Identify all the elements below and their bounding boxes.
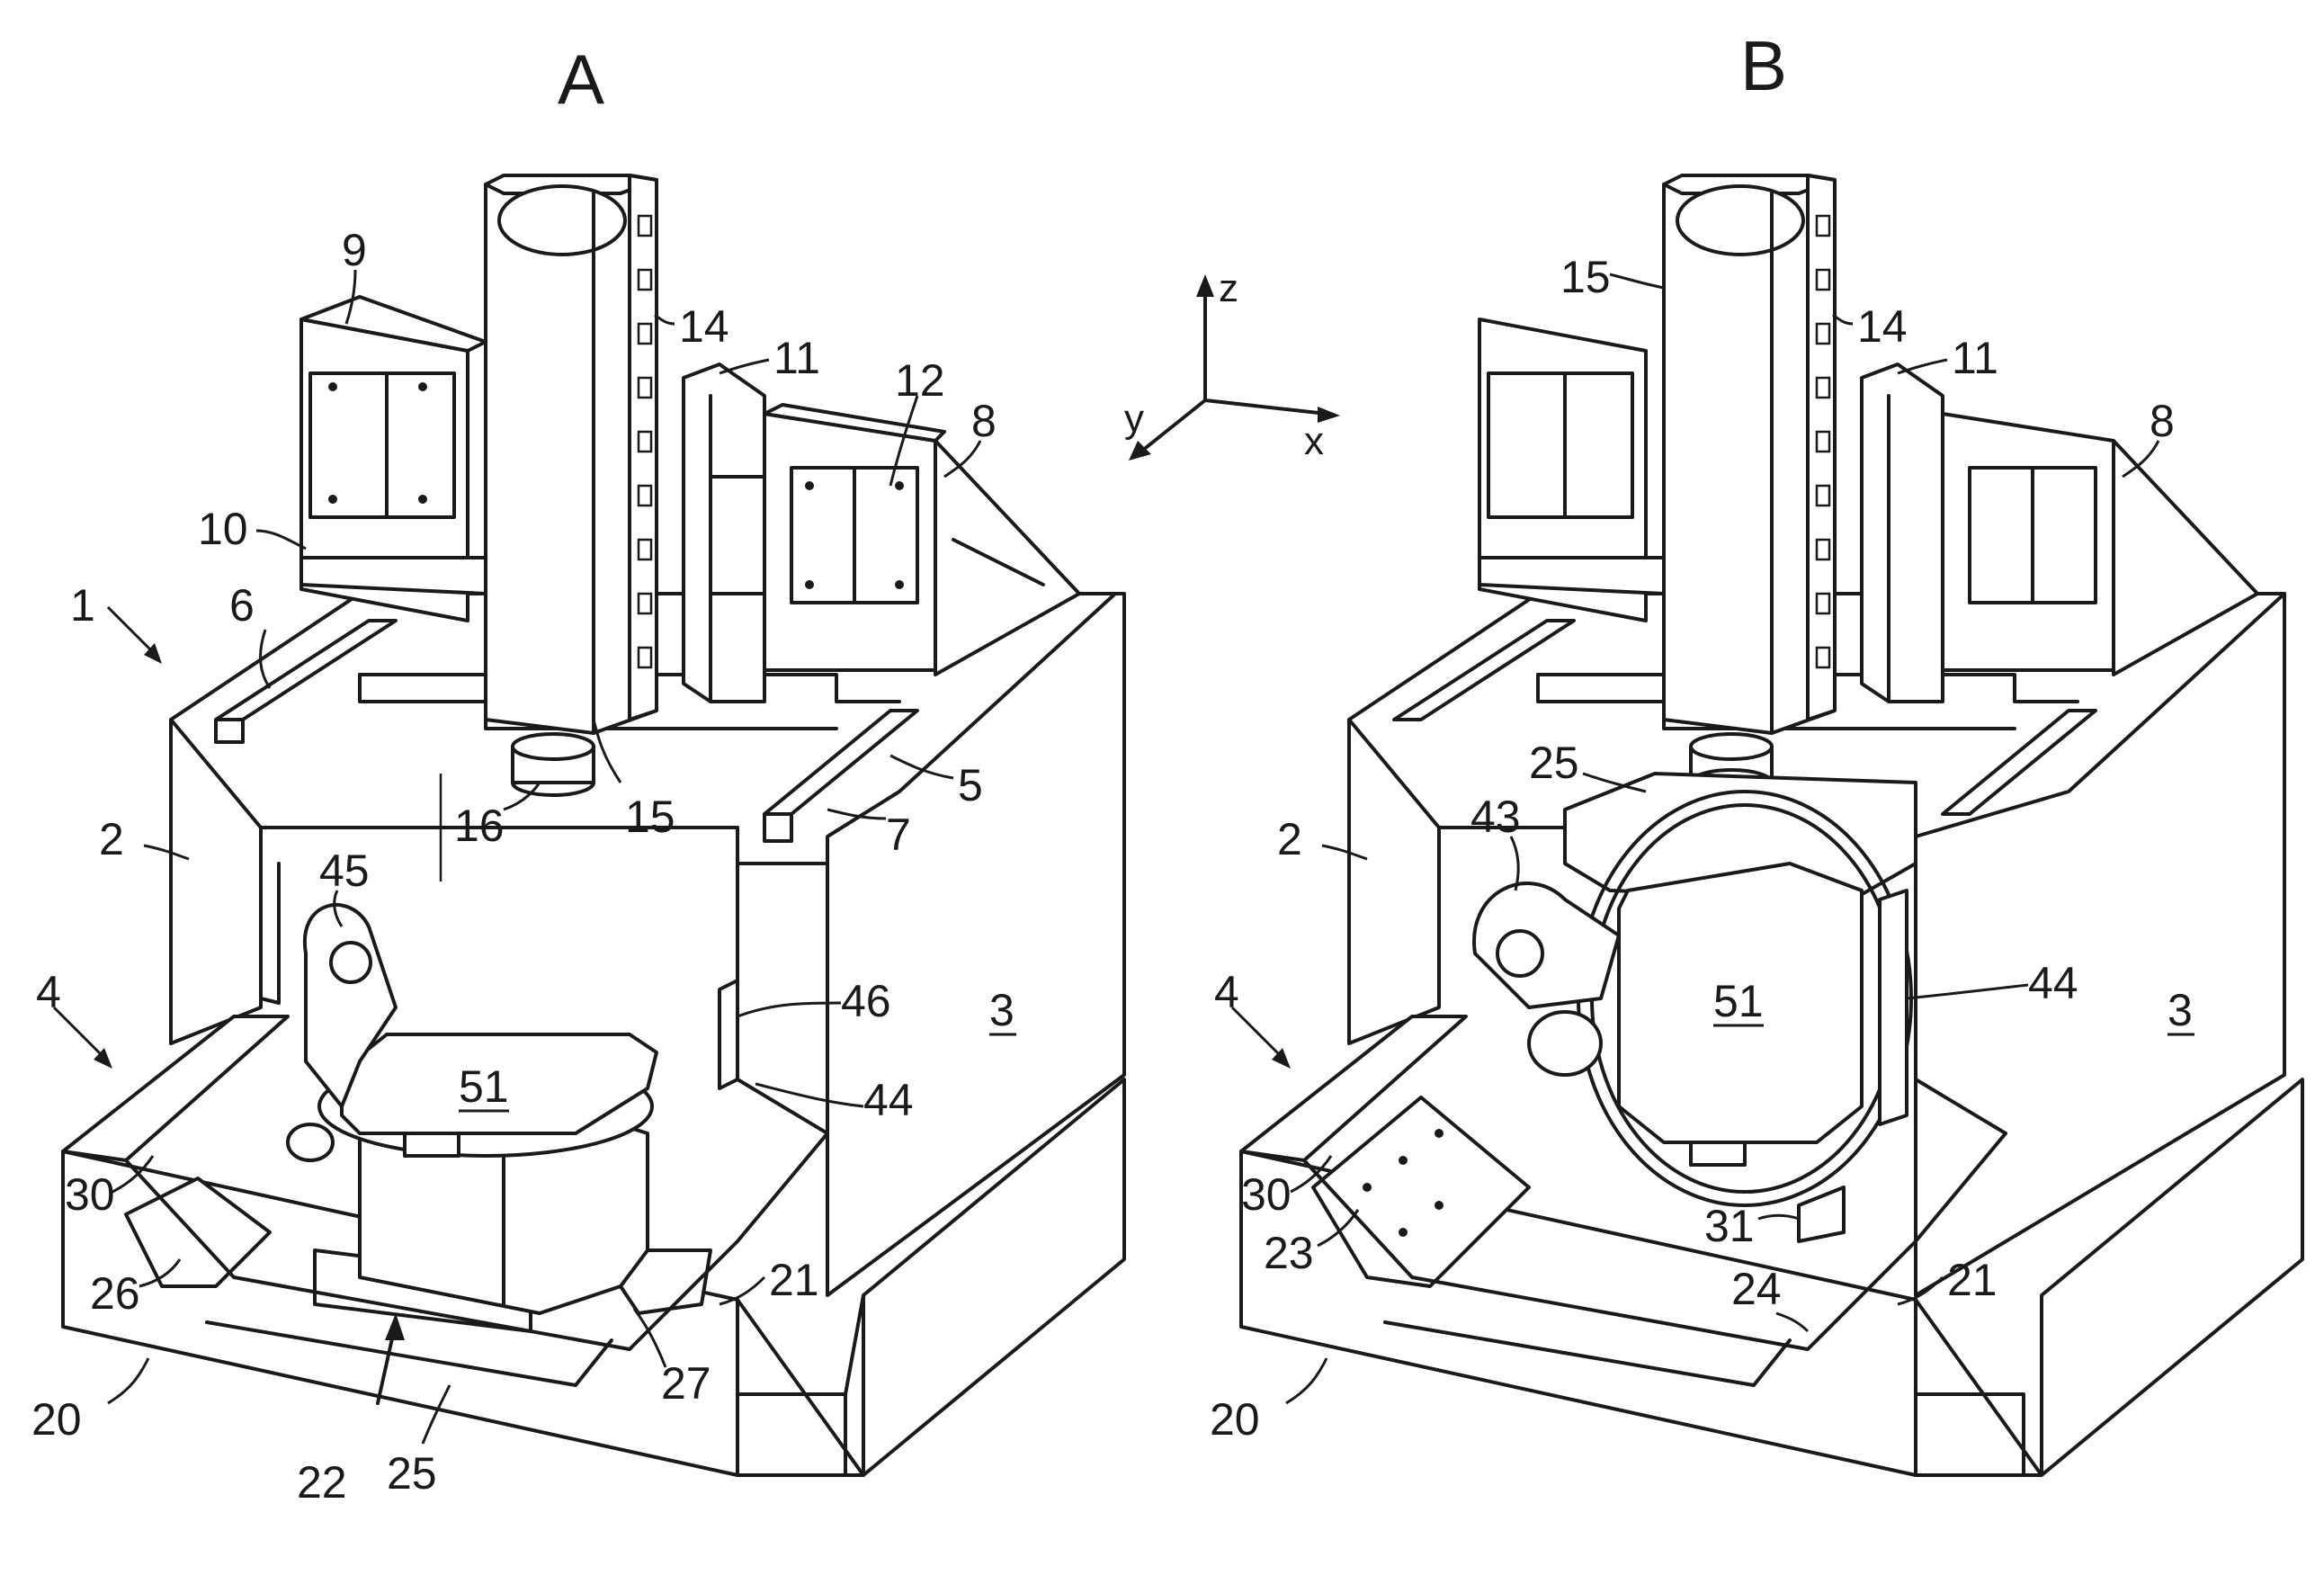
- label-44: 44: [863, 1075, 914, 1125]
- label-4: 4: [1214, 967, 1239, 1017]
- table-clamp: [1691, 1142, 1745, 1165]
- label-11: 11: [1952, 333, 1998, 383]
- label-44: 44: [2028, 958, 2078, 1008]
- z-axis-label: z: [1219, 266, 1238, 310]
- carriage-9-panel: [1488, 373, 1632, 517]
- bearing-left: [288, 1124, 333, 1160]
- leader-31: [1758, 1215, 1799, 1219]
- label-46: 46: [841, 976, 891, 1026]
- bolt: [418, 382, 427, 391]
- label-22: 22: [297, 1457, 347, 1508]
- spindle-head-cap: [499, 186, 625, 255]
- label-5: 5: [958, 760, 983, 810]
- label-9: 9: [342, 225, 367, 275]
- leader-10: [256, 531, 306, 549]
- bearing-46: [720, 980, 737, 1088]
- hub-left: [1529, 1012, 1601, 1075]
- z-axis-arrowhead: [1196, 274, 1214, 297]
- base-step-lines-2: [845, 1295, 863, 1394]
- label-45: 45: [319, 846, 370, 896]
- guide-14: [1808, 175, 1835, 720]
- bolt: [805, 580, 814, 589]
- arm-45-bore: [331, 943, 371, 982]
- label-51: 51: [1713, 976, 1764, 1026]
- bolt: [895, 481, 904, 490]
- bearing-44: [1880, 890, 1907, 1124]
- label-21: 21: [1947, 1255, 1998, 1305]
- coordinate-axes: z x y: [1124, 266, 1340, 463]
- label-26: 26: [90, 1268, 140, 1319]
- label-14: 14: [679, 301, 729, 352]
- label-15: 15: [625, 792, 675, 842]
- label-8: 8: [2150, 396, 2175, 446]
- bolt: [328, 495, 337, 504]
- leader-11: [1898, 360, 1947, 373]
- bolt: [328, 382, 337, 391]
- leader-20: [1286, 1358, 1327, 1403]
- leader-20: [108, 1358, 148, 1403]
- rail-6-end: [216, 720, 243, 742]
- y-axis-label: y: [1124, 397, 1144, 441]
- label-23: 23: [1264, 1228, 1314, 1278]
- label-2: 2: [1277, 814, 1302, 864]
- spindle-head-cap: [1677, 186, 1803, 255]
- panel-a-machine: [63, 175, 1124, 1475]
- label-25: 25: [387, 1448, 437, 1499]
- spindle-nose-top: [513, 734, 594, 759]
- label-30: 30: [65, 1169, 115, 1220]
- x-axis-label: x: [1304, 419, 1324, 463]
- label-3: 3: [989, 985, 1015, 1035]
- label-43: 43: [1470, 792, 1521, 842]
- label-15: 15: [1560, 252, 1611, 302]
- leader-43: [1511, 837, 1518, 890]
- label-21: 21: [769, 1255, 819, 1305]
- label-7: 7: [886, 810, 911, 860]
- left-column-inner: [261, 864, 279, 1003]
- label-8: 8: [971, 396, 997, 446]
- panel-b-title: B: [1740, 26, 1787, 105]
- y-axis-arrowhead: [1129, 441, 1151, 461]
- bolt: [895, 580, 904, 589]
- guide-14: [630, 175, 657, 720]
- label-10: 10: [198, 504, 248, 554]
- label-31: 31: [1704, 1201, 1755, 1251]
- label-27: 27: [661, 1358, 711, 1409]
- label-3: 3: [2168, 985, 2193, 1035]
- label-51: 51: [459, 1061, 509, 1112]
- label-25: 25: [1529, 738, 1579, 788]
- bolt: [805, 481, 814, 490]
- label-1: 1: [70, 580, 95, 631]
- label-30: 30: [1241, 1169, 1292, 1220]
- label-16: 16: [454, 801, 505, 851]
- arm-43-bore: [1497, 931, 1542, 976]
- saddle-11: [1862, 364, 1943, 702]
- label-14: 14: [1857, 301, 1908, 352]
- x-axis-line: [1205, 400, 1327, 414]
- bolt: [418, 495, 427, 504]
- label-11: 11: [773, 333, 820, 383]
- y-axis-line: [1138, 400, 1205, 454]
- label-20: 20: [31, 1394, 82, 1445]
- spindle-nose-top: [1691, 734, 1772, 759]
- label-20: 20: [1210, 1394, 1260, 1445]
- rail-31: [1799, 1187, 1844, 1241]
- leader-11: [720, 360, 769, 373]
- panel-a-title: A: [558, 40, 604, 119]
- label-4: 4: [36, 967, 61, 1017]
- saddle-11: [684, 364, 764, 702]
- table-clamp: [405, 1133, 459, 1156]
- leader-46: [737, 1003, 841, 1016]
- label-12: 12: [895, 355, 945, 406]
- label-2: 2: [99, 814, 124, 864]
- rail-7-end: [764, 814, 791, 841]
- right-inner-wall: [737, 828, 827, 1133]
- label-6: 6: [229, 580, 255, 631]
- label-24: 24: [1731, 1264, 1782, 1314]
- leader-15: [1610, 274, 1664, 288]
